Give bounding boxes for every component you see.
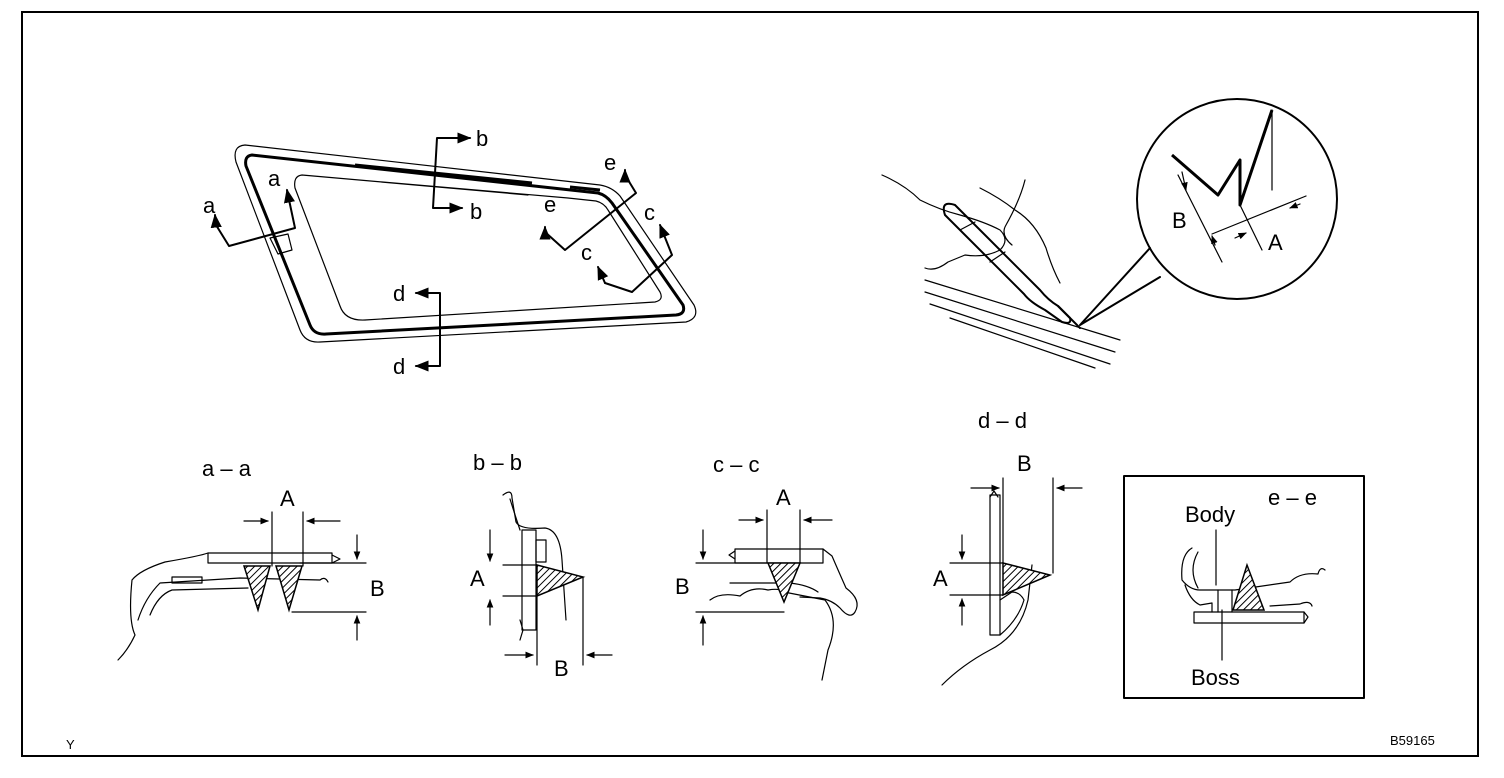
section-cc-dim-b: B bbox=[675, 574, 690, 599]
marker-a-upper: a bbox=[268, 166, 281, 191]
section-dd: d – d B A bbox=[933, 408, 1083, 686]
section-dd-dim-a: A bbox=[933, 566, 948, 591]
marker-c-upper: c bbox=[644, 200, 655, 225]
marker-b-upper: b bbox=[476, 126, 488, 151]
section-cut-c: c c bbox=[581, 200, 673, 293]
marker-d-upper: d bbox=[393, 281, 405, 306]
section-aa-title: a – a bbox=[202, 456, 252, 481]
section-cut-e: e e bbox=[539, 150, 637, 251]
section-cc: c – c A B bbox=[675, 452, 858, 681]
marker-e-lower: e bbox=[544, 192, 556, 217]
section-cc-dim-a: A bbox=[776, 485, 791, 510]
boss-label: Boss bbox=[1191, 665, 1240, 690]
marker-a-lower: a bbox=[203, 193, 216, 218]
section-cut-b: b b bbox=[432, 126, 488, 224]
section-ee: e – e Body Boss bbox=[1123, 475, 1365, 699]
section-aa-dim-b: B bbox=[370, 576, 385, 601]
section-bb: b – b A B bbox=[470, 450, 613, 681]
section-dd-title: d – d bbox=[978, 408, 1027, 433]
corner-mark: Y bbox=[66, 737, 75, 752]
section-dd-dim-b: B bbox=[1017, 451, 1032, 476]
section-cc-title: c – c bbox=[713, 452, 759, 477]
section-ee-title: e – e bbox=[1268, 485, 1317, 510]
section-aa: a – a A B bbox=[117, 456, 385, 661]
callout-dim-b: B bbox=[1172, 208, 1187, 233]
section-bb-dim-a: A bbox=[470, 566, 485, 591]
figure-border bbox=[21, 11, 1479, 757]
marker-c-lower: c bbox=[581, 240, 592, 265]
figure-code: B59165 bbox=[1390, 733, 1435, 748]
callout-dim-a: A bbox=[1268, 230, 1283, 255]
marker-b-lower: b bbox=[470, 199, 482, 224]
section-aa-dim-a: A bbox=[280, 486, 295, 511]
marker-e-upper: e bbox=[604, 150, 616, 175]
section-bb-dim-b: B bbox=[554, 656, 569, 681]
body-label: Body bbox=[1185, 502, 1235, 527]
section-cut-d: d d bbox=[393, 281, 441, 379]
sealant-gun-illustration: B A bbox=[881, 98, 1338, 369]
quarter-window-glass bbox=[234, 144, 697, 343]
section-bb-title: b – b bbox=[473, 450, 522, 475]
section-cut-a: a a bbox=[203, 166, 296, 247]
marker-d-lower: d bbox=[393, 354, 405, 379]
